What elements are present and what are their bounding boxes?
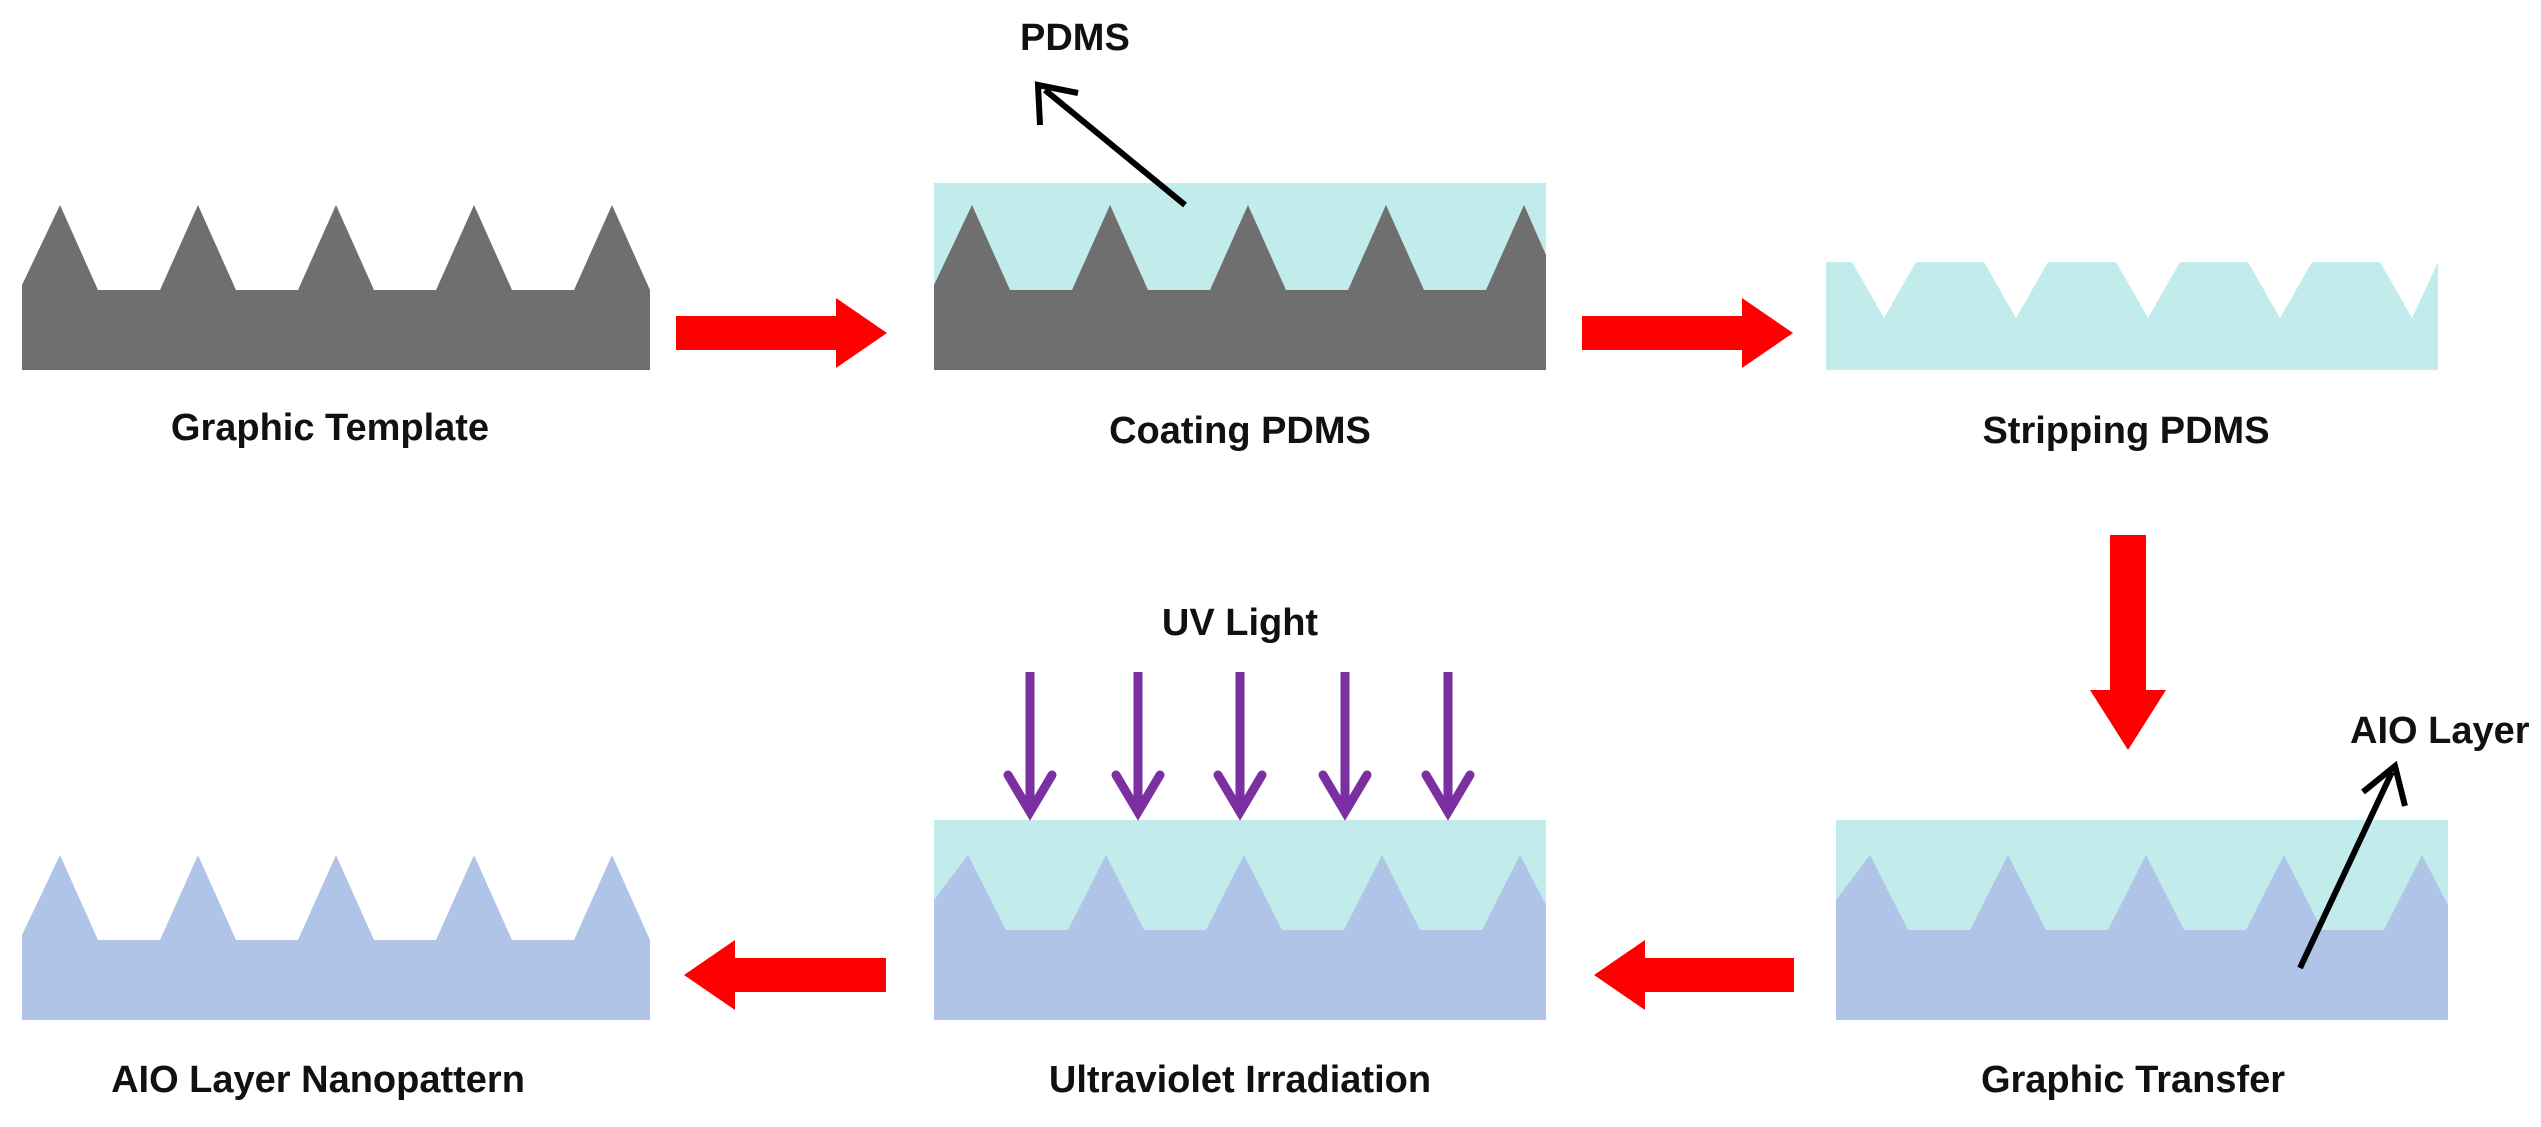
pdms-pointer-arrowhead	[1034, 81, 1079, 126]
aio-layer-nanopattern-label: AIO Layer Nanopattern	[111, 1059, 525, 1101]
stripped-pdms-shape	[1826, 262, 2438, 370]
graphic-transfer-stage	[1836, 760, 2448, 1020]
uv-aio-layer	[934, 855, 1546, 1020]
uv-arrow-5	[1421, 672, 1475, 821]
pdms-pointer-line	[1043, 87, 1187, 208]
uv-arrow-3	[1213, 672, 1267, 821]
uv-light-label: UV Light	[1162, 602, 1319, 644]
stripping-pdms-stage	[1826, 262, 2438, 370]
aio-layer-pointer-arrowhead	[2361, 760, 2408, 807]
uv-arrow-4	[1318, 672, 1372, 821]
graphic-transfer-label: Graphic Transfer	[1981, 1059, 2285, 1101]
aio-layer-pointer-line	[2297, 770, 2395, 970]
uv-arrow-1	[1003, 672, 1057, 821]
transfer-aio-layer	[1836, 855, 2448, 1020]
aio-nanopattern-shape	[22, 855, 650, 1020]
uv-light-arrows	[1003, 672, 1475, 821]
flow-arrow-left-2	[684, 940, 886, 1010]
aio-layer-callout-label: AIO Layer	[2350, 710, 2530, 752]
template-under-pdms	[934, 205, 1546, 370]
flow-arrow-right-1	[676, 298, 887, 368]
flow-arrow-down	[2090, 535, 2166, 750]
graphic-template-label: Graphic Template	[171, 407, 489, 449]
graphic-template-shape	[22, 205, 650, 370]
flow-arrow-right-2	[1582, 298, 1793, 368]
graphic-template-stage	[22, 205, 650, 370]
pdms-callout-label: PDMS	[1020, 17, 1130, 59]
uv-arrow-2	[1111, 672, 1165, 821]
ultraviolet-irradiation-label: Ultraviolet Irradiation	[1049, 1059, 1431, 1101]
aio-layer-nanopattern-stage	[22, 855, 650, 1020]
coating-pdms-stage	[934, 81, 1546, 370]
ultraviolet-irradiation-stage	[934, 820, 1546, 1020]
flow-arrow-left-1	[1594, 940, 1794, 1010]
stripping-pdms-label: Stripping PDMS	[1982, 410, 2269, 452]
coating-pdms-label: Coating PDMS	[1109, 410, 1371, 452]
